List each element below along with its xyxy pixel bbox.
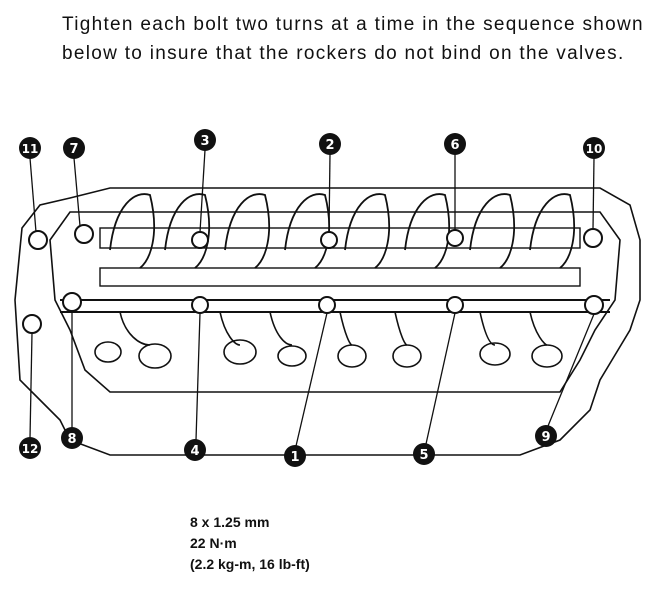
marker-12: 12 bbox=[19, 437, 41, 459]
marker-2: 2 bbox=[319, 133, 341, 155]
marker-label: 1 bbox=[290, 450, 299, 465]
torque-spec: 8 x 1.25 mm 22 N·m (2.2 kg-m, 16 lb-ft) bbox=[190, 512, 310, 575]
marker-label: 11 bbox=[22, 142, 39, 156]
instruction-text: Tighten each bolt two turns at a time in… bbox=[62, 14, 644, 64]
torque-alt: (2.2 kg-m, 16 lb-ft) bbox=[190, 556, 310, 572]
marker-label: 9 bbox=[541, 430, 550, 445]
marker-11: 11 bbox=[19, 137, 41, 159]
marker-9: 9 bbox=[535, 425, 557, 447]
marker-label: 5 bbox=[419, 448, 428, 463]
marker-4: 4 bbox=[184, 439, 206, 461]
bolt-size: 8 x 1.25 mm bbox=[190, 514, 270, 530]
cylinder-head-outline bbox=[14, 149, 641, 456]
marker-6: 6 bbox=[444, 133, 466, 155]
marker-label: 4 bbox=[190, 444, 199, 459]
marker-label: 12 bbox=[22, 442, 39, 456]
marker-3: 3 bbox=[194, 129, 216, 151]
marker-label: 8 bbox=[67, 432, 76, 447]
torque-nm: 22 N·m bbox=[190, 535, 237, 551]
marker-label: 6 bbox=[450, 138, 459, 153]
marker-8: 8 bbox=[61, 427, 83, 449]
marker-label: 3 bbox=[200, 134, 209, 149]
marker-label: 2 bbox=[325, 138, 334, 153]
marker-1: 1 bbox=[284, 445, 306, 467]
marker-label: 7 bbox=[69, 142, 78, 157]
marker-7: 7 bbox=[63, 137, 85, 159]
marker-label: 10 bbox=[586, 142, 603, 156]
marker-10: 10 bbox=[583, 137, 605, 159]
marker-5: 5 bbox=[413, 443, 435, 465]
